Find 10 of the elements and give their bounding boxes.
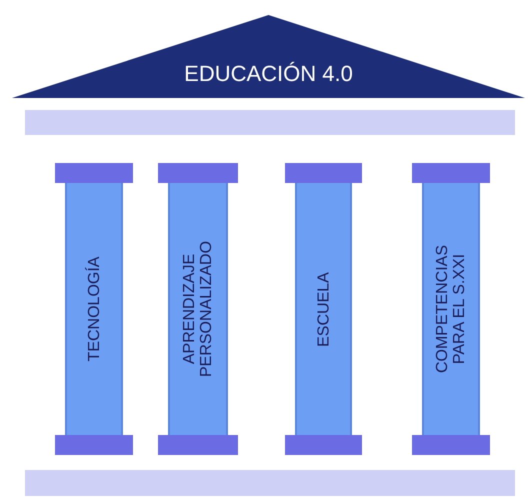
roof-triangle [12, 15, 525, 98]
column-shaft [65, 183, 123, 435]
column-label: COMPETENCIAS PARA EL S.XXI [433, 244, 469, 376]
column-shaft [295, 183, 352, 435]
column-shaft [168, 183, 228, 435]
column-label: APRENDIZAJE PERSONALIZADO [180, 240, 216, 380]
column-label: ESCUELA [314, 270, 333, 348]
column-shaft [422, 183, 480, 435]
column-label: TECNOLOGÍA [84, 256, 104, 364]
title-text: EDUCACIÓN 4.0 [183, 61, 354, 87]
